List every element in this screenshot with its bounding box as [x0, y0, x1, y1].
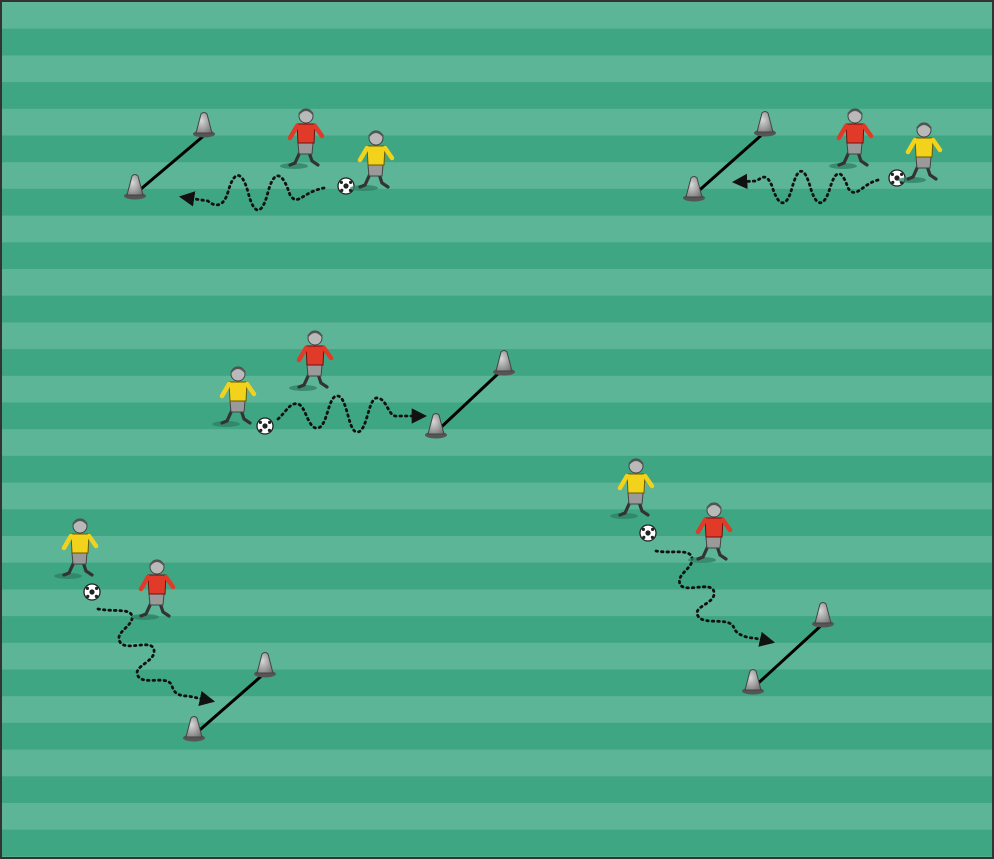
pitch-stripe	[2, 750, 992, 777]
pitch-stripe	[2, 483, 992, 510]
pitch-stripe	[2, 616, 992, 643]
pitch-stripe	[2, 269, 992, 296]
pitch-stripe	[2, 856, 992, 857]
pitch-stripe	[2, 189, 992, 216]
pitch-stripe	[2, 696, 992, 723]
soccer-ball	[640, 525, 656, 541]
pitch-stripe	[2, 403, 992, 430]
pitch-stripe	[2, 82, 992, 109]
pitch-stripe	[2, 456, 992, 483]
pitch-stripe	[2, 136, 992, 163]
pitch-stripe	[2, 29, 992, 56]
soccer-ball	[257, 418, 273, 434]
soccer-ball	[338, 178, 354, 194]
pitch-stripe	[2, 723, 992, 750]
pitch-stripe	[2, 2, 992, 29]
pitch-stripe	[2, 216, 992, 243]
pitch-stripe	[2, 242, 992, 269]
pitch-stripe	[2, 296, 992, 323]
pitch-stripe	[2, 322, 992, 349]
soccer-ball	[84, 584, 100, 600]
pitch-stripe	[2, 776, 992, 803]
pitch-stripe	[2, 376, 992, 403]
pitch-stripe	[2, 830, 992, 857]
pitch-stripe	[2, 429, 992, 456]
pitch-stripe	[2, 536, 992, 563]
pitch-stripe	[2, 55, 992, 82]
pitch-stripe	[2, 803, 992, 830]
pitch-stripe	[2, 509, 992, 536]
pitch-stripe	[2, 670, 992, 697]
